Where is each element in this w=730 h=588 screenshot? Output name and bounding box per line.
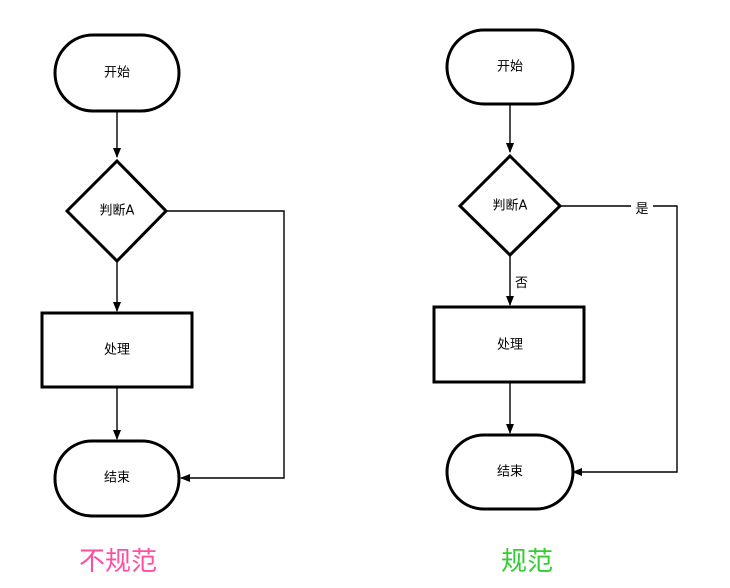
left-flowchart: 开始 判断A 处理 结束 不规范 [40, 33, 285, 577]
left-start-label: 开始 [104, 66, 130, 81]
right-edge-decision-yes-to-end [560, 205, 678, 476]
right-yes-label-bg [631, 200, 653, 217]
right-end-label: 结束 [497, 465, 523, 480]
left-decision-node: 判断A [64, 158, 169, 264]
right-caption: 规范 [501, 547, 553, 577]
right-edge-label-yes: 是 [635, 202, 648, 217]
left-process-node: 处理 [40, 311, 194, 389]
right-flowchart: 是 否 开始 判断A 处理 结束 规范 [432, 28, 678, 577]
left-caption: 不规范 [79, 547, 157, 577]
left-edge-decision-to-end-branch [166, 210, 285, 482]
right-process-label: 处理 [497, 338, 523, 353]
right-edge-label-no: 否 [515, 276, 528, 291]
right-end-node: 结束 [445, 433, 575, 511]
left-end-label: 结束 [104, 471, 130, 486]
right-process-node: 处理 [432, 305, 586, 384]
left-start-node: 开始 [53, 33, 181, 113]
left-decision-label: 判断A [100, 204, 135, 219]
right-decision-node: 判断A [457, 153, 563, 258]
right-start-label: 开始 [497, 60, 523, 75]
right-decision-label: 判断A [493, 199, 528, 214]
left-process-label: 处理 [104, 343, 130, 358]
right-start-node: 开始 [445, 28, 575, 106]
left-end-node: 结束 [53, 439, 181, 518]
